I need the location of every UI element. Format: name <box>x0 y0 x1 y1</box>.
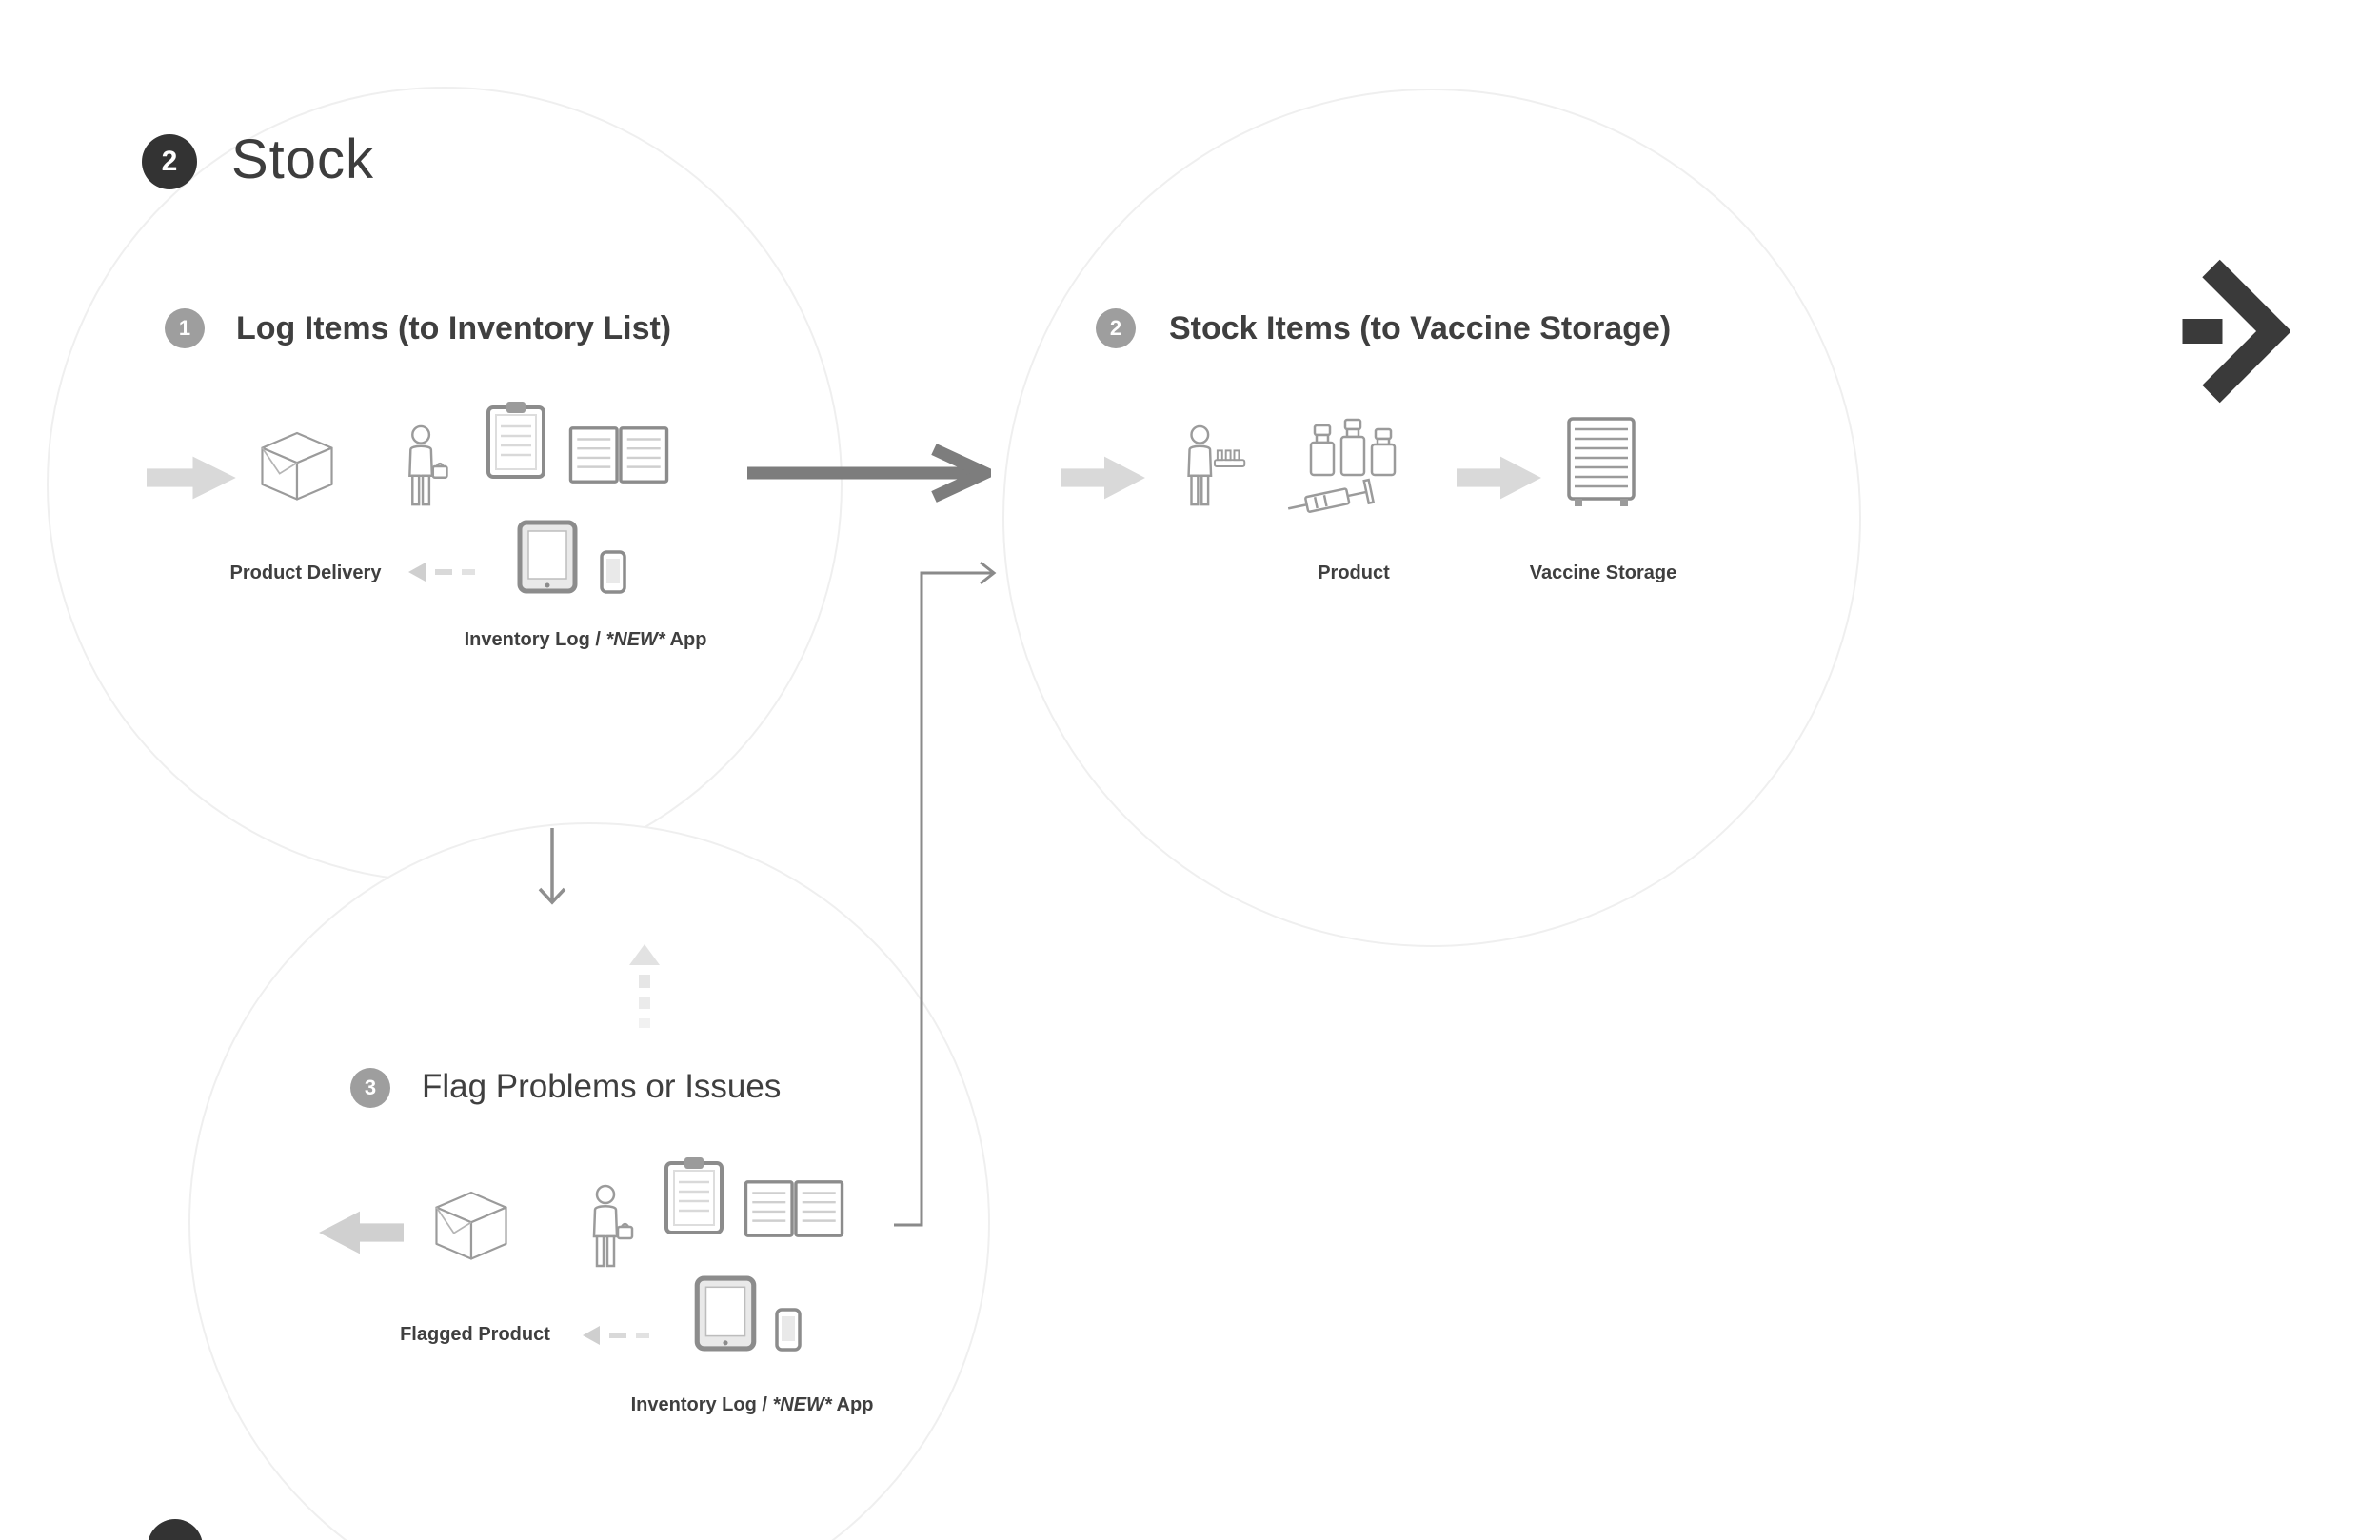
section-title-stock-items: Stock Items (to Vaccine Storage) <box>1169 310 1672 346</box>
step-badge-2: 2 <box>1096 308 1136 348</box>
tablet-icon <box>516 520 579 594</box>
arrow-right-icon <box>1457 455 1544 501</box>
arrow-left-icon <box>316 1210 404 1255</box>
dashed-arrow-left-icon <box>408 560 502 584</box>
person-with-vials-icon <box>1175 424 1251 510</box>
arrow-right-icon <box>147 455 239 501</box>
package-box-icon <box>254 426 340 503</box>
inventory-log-label: Inventory Log / *NEW* App <box>419 626 752 653</box>
step-badge-1: 1 <box>165 308 205 348</box>
flow-arrow-log-to-stock <box>747 443 991 503</box>
person-courier-icon <box>398 424 451 510</box>
product-delivery-label: Product Delivery <box>229 563 382 583</box>
clipboard-icon <box>661 1155 727 1235</box>
clipboard-icon <box>483 400 549 480</box>
inventory-log-label-prefix: Inventory Log / <box>464 629 606 650</box>
step-badge-3: 3 <box>350 1068 390 1108</box>
stock-items-circle <box>1002 89 1861 947</box>
storage-cabinet-icon <box>1564 416 1638 509</box>
flow-arrow-flag-to-stock <box>885 560 1009 1245</box>
syringe-icon <box>1283 464 1387 533</box>
inventory-log-label-new: *NEW* <box>772 1394 832 1415</box>
arrow-right-icon <box>1061 455 1148 501</box>
page-title: Stock <box>231 128 375 190</box>
next-phase-badge-peek <box>148 1519 203 1540</box>
phone-icon <box>600 550 626 594</box>
flag-problems-circle <box>188 822 990 1540</box>
inventory-log-label-suffix: App <box>664 629 707 650</box>
vials-icon <box>1307 416 1406 479</box>
inventory-log-label-new: *NEW* <box>605 629 665 650</box>
product-label: Product <box>1318 563 1390 583</box>
package-box-icon <box>428 1186 514 1262</box>
person-courier-icon <box>583 1184 636 1272</box>
open-book-icon <box>567 423 670 487</box>
inventory-log-label: Inventory Log / *NEW* App <box>585 1392 919 1418</box>
section-title-log-items: Log Items (to Inventory List) <box>236 310 672 346</box>
dashed-arrow-left-icon <box>583 1323 676 1348</box>
flagged-product-label: Flagged Product <box>400 1324 550 1345</box>
inventory-log-label-prefix: Inventory Log / <box>630 1394 773 1415</box>
next-phase-arrow-icon[interactable] <box>2180 257 2290 405</box>
vaccine-storage-label: Vaccine Storage <box>1529 563 1677 583</box>
flow-arrow-log-to-flag <box>537 828 567 916</box>
phone-icon <box>775 1308 802 1352</box>
tablet-icon <box>694 1275 757 1352</box>
faded-arrow-up-icon <box>628 944 661 1032</box>
phase-number-badge: 2 <box>142 134 197 189</box>
section-title-flag-problems: Flag Problems or Issues <box>422 1068 782 1105</box>
inventory-log-label-suffix: App <box>831 1394 874 1415</box>
open-book-icon <box>743 1176 845 1241</box>
